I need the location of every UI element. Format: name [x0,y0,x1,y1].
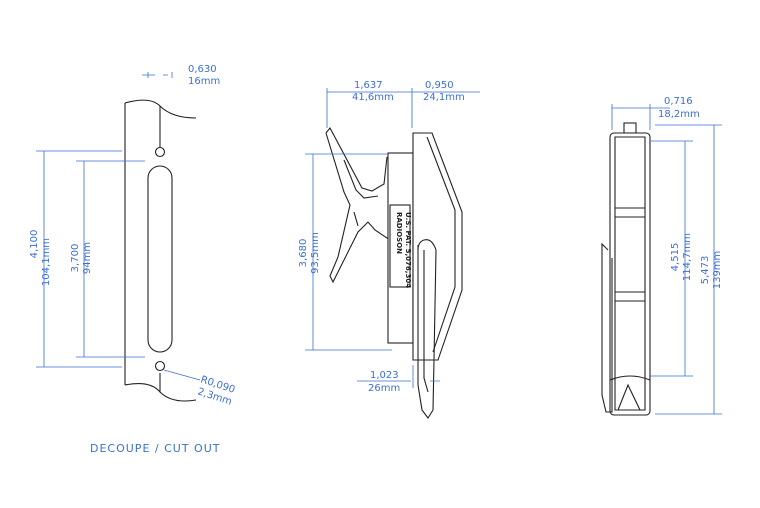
cutout-view: 0,630 16mm 4,100 104,1mm 3,700 94mm R0,0… [29,64,236,455]
dim-side-left-mm: 41,6mm [352,92,394,103]
cutout-outline [124,99,197,402]
side-lens-inner [426,136,456,353]
dim-side-height-line [305,153,392,351]
dim-side-right-mm: 24,1mm [423,92,465,103]
front-body [609,132,651,416]
front-view: 0,716 18,2mm 4,515 114,7mm 5,473 139mm [601,96,723,416]
dim-side-bottom-line [357,365,440,388]
cutout-caption: DECOUPE / CUT OUT [90,442,220,455]
dim-front-height-line [655,124,722,415]
dim-cutout-height-mm: 104,1mm [41,238,52,286]
front-top-stub [623,122,637,134]
dim-front-width-mm: 18,2mm [658,109,700,120]
dim-hole-spacing-in: 3,700 [70,244,81,273]
dim-side-right-in: 0,950 [425,80,454,91]
dim-radius-leader [163,369,201,381]
dim-side-height-in: 3,680 [298,239,309,268]
dim-front-inner-mm: 114,7mm [682,233,693,281]
dim-side-bottom-mm: 26mm [368,383,400,394]
side-mount-arm [325,127,391,284]
dim-side-top-line [326,88,480,128]
dim-front-inner-in: 4,515 [670,243,681,272]
dim-front-width-line [611,104,670,130]
dim-hole-spacing-mm: 94mm [82,242,93,274]
dim-cutout-height-in: 4,100 [29,230,40,259]
dim-cutout-width-line [142,72,173,78]
dim-front-height-mm: 139mm [712,251,723,290]
side-clip-inner [423,250,429,393]
dim-front-width-in: 0,716 [664,96,693,107]
side-clip [417,239,437,419]
dim-hole-spacing-line [76,160,145,358]
dim-front-inner-line [650,140,693,377]
cutout-hole-bottom [154,360,166,372]
dim-cutout-width-mm: 16mm [188,76,220,87]
dim-side-bottom-in: 1,023 [370,370,399,381]
side-label-line1: RADIOSON [395,212,403,254]
dim-cutout-width-in: 0,630 [188,64,217,75]
dim-side-left-in: 1,637 [354,80,383,91]
cutout-slot [147,165,173,353]
dim-side-height-mm: 93,5mm [310,232,321,274]
front-base [609,375,651,411]
dim-front-height-in: 5,473 [700,256,711,285]
front-clip [601,242,613,413]
side-label-plate [389,204,411,288]
cutout-hole-top [154,146,166,158]
dim-cutout-height-line [36,150,122,368]
side-view: RADIOSON U.S. PAT. 5,076,304 1,637 41,6m… [298,80,480,419]
side-mount-arm-inner [343,159,379,227]
side-label-line2: U.S. PAT. 5,076,304 [404,212,412,288]
front-body-inner [614,136,646,411]
